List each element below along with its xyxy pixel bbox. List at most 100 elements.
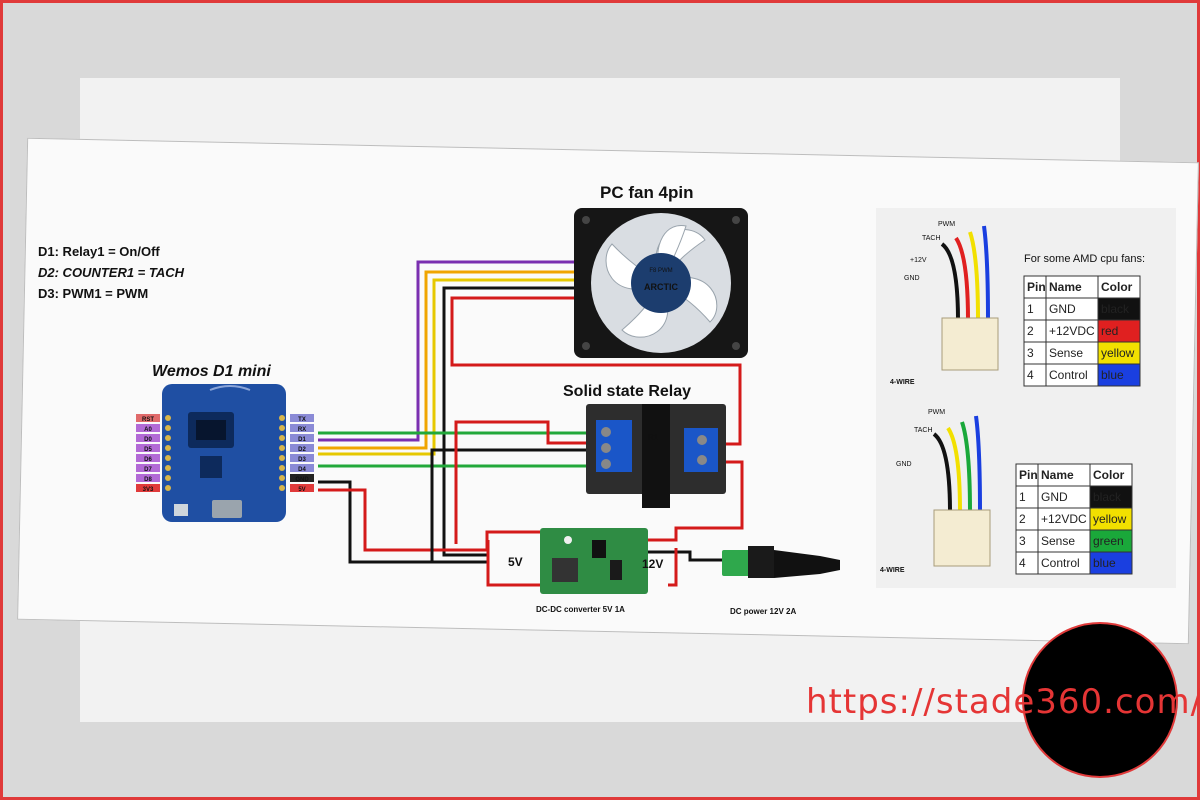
pin-label: TX xyxy=(298,417,306,423)
pin-tag-d0 xyxy=(136,434,160,442)
pin-hole xyxy=(165,485,171,491)
wemos-title: Wemos D1 mini xyxy=(152,363,271,380)
pin-label: D3 xyxy=(298,457,306,463)
pin-tag-d8 xyxy=(136,474,160,482)
pin-label: D2 xyxy=(298,447,306,453)
table-cell-text: +12VDC xyxy=(1049,324,1095,338)
pin-hole xyxy=(165,415,171,421)
pin-tag-d2 xyxy=(290,444,314,452)
connector-wire xyxy=(968,231,980,321)
pin-label: 5V xyxy=(298,487,305,493)
pin-hole xyxy=(165,425,171,431)
pin-hole xyxy=(279,445,285,451)
dc-jack-plug xyxy=(774,550,840,578)
pin-hole xyxy=(279,415,285,421)
table-cell-text: black xyxy=(1101,302,1130,316)
table-cell-text: 3 xyxy=(1027,346,1034,360)
wire-label-tach: TACH xyxy=(922,235,941,242)
pin-hole xyxy=(279,455,285,461)
pin-hole xyxy=(279,475,285,481)
pin-label: D4 xyxy=(298,467,306,473)
pin-tag-d7 xyxy=(136,464,160,472)
fan-hub xyxy=(631,253,691,313)
table-header: Pin xyxy=(1027,280,1046,294)
dcdc-label: DC-DC converter 5V 1A xyxy=(536,605,625,614)
connector-wire xyxy=(974,415,982,513)
table-cell-text: 3 xyxy=(1019,534,1026,548)
connector-wire xyxy=(946,426,962,513)
std-connector-label: 4-WIRE xyxy=(880,567,905,574)
fan-model: F8 PWM xyxy=(649,268,672,274)
pin-label: D8 xyxy=(144,477,152,483)
connector-wire xyxy=(954,236,970,321)
pin-tag-d6 xyxy=(136,454,160,462)
relay-body xyxy=(642,404,670,508)
connector-wire xyxy=(960,421,972,513)
connector-wire xyxy=(940,242,960,321)
table-cell-text: Control xyxy=(1041,556,1080,570)
color-swatch xyxy=(1089,551,1133,575)
pin-hole xyxy=(165,435,171,441)
pin-label: D5 xyxy=(144,447,152,453)
fan-brand: ARCTIC xyxy=(644,282,678,292)
pin-legend: D1: Relay1 = On/Off D2: COUNTER1 = TACH … xyxy=(38,244,185,301)
wire-red-5v-left xyxy=(486,540,540,587)
pin-label: D7 xyxy=(144,467,152,473)
table-cell-text: 2 xyxy=(1019,512,1026,526)
wire-orange-tach xyxy=(318,270,575,450)
pin-label: D1 xyxy=(298,437,306,443)
pin-tag-gnd xyxy=(290,474,314,482)
amd-panel-header: For some AMD cpu fans: xyxy=(1024,253,1145,265)
table-cell-text: green xyxy=(1093,534,1124,548)
wire-label-gnd: GND xyxy=(896,461,912,468)
pin-label: D0 xyxy=(144,437,152,443)
wire-label-pwm: PWM xyxy=(928,409,945,416)
pin-hole xyxy=(279,425,285,431)
pin-label: RST xyxy=(142,417,154,423)
connector-wire xyxy=(932,432,952,513)
table-cell-text: 1 xyxy=(1027,302,1034,316)
pin-hole xyxy=(165,465,171,471)
pin-tag-3v3 xyxy=(136,484,160,492)
dc-jack-terminal xyxy=(722,550,750,576)
amd-connector-label: 4-WIRE xyxy=(890,379,915,386)
pin-label: D6 xyxy=(144,457,152,463)
pin-tag-d3 xyxy=(290,454,314,462)
wire-label-pwm: PWM xyxy=(938,221,955,228)
table-cell-text: 4 xyxy=(1019,556,1026,570)
label-12v: 12V xyxy=(642,557,663,571)
fan-title: PC fan 4pin xyxy=(600,183,694,202)
table-cell-text: 2 xyxy=(1027,324,1034,338)
pc-fan: PC fan 4pin ARCTIC F8 PWM xyxy=(574,183,748,358)
table-header: Color xyxy=(1093,468,1125,482)
pin-tag-rx xyxy=(290,424,314,432)
dcpower-label: DC power 12V 2A xyxy=(730,607,796,616)
pin-hole xyxy=(279,485,285,491)
std-connector xyxy=(933,509,991,567)
pin-tag-d5 xyxy=(136,444,160,452)
pin-tag-a0 xyxy=(136,424,160,432)
table-cell-text: blue xyxy=(1093,556,1116,570)
legend-line-3: D3: PWM1 = PWM xyxy=(38,286,148,301)
dc-power-jack: DC power 12V 2A xyxy=(722,546,840,616)
wire-black-fan-gnd xyxy=(442,286,575,557)
table-cell-text: GND xyxy=(1041,490,1068,504)
wire-black-relay-gnd xyxy=(430,448,588,562)
label-5v: 5V xyxy=(508,555,523,569)
table-cell-text: black xyxy=(1093,490,1122,504)
table-cell-text: red xyxy=(1101,324,1118,338)
pin-hole xyxy=(279,465,285,471)
wire-label-plus12v: +12V xyxy=(910,257,927,264)
wire-label-tach: TACH xyxy=(914,427,933,434)
legend-line-1: D1: Relay1 = On/Off xyxy=(38,244,160,259)
relay-pcb-label: R1 xyxy=(648,433,659,442)
table-header: Name xyxy=(1049,280,1082,294)
watermark-disc xyxy=(1022,622,1178,778)
